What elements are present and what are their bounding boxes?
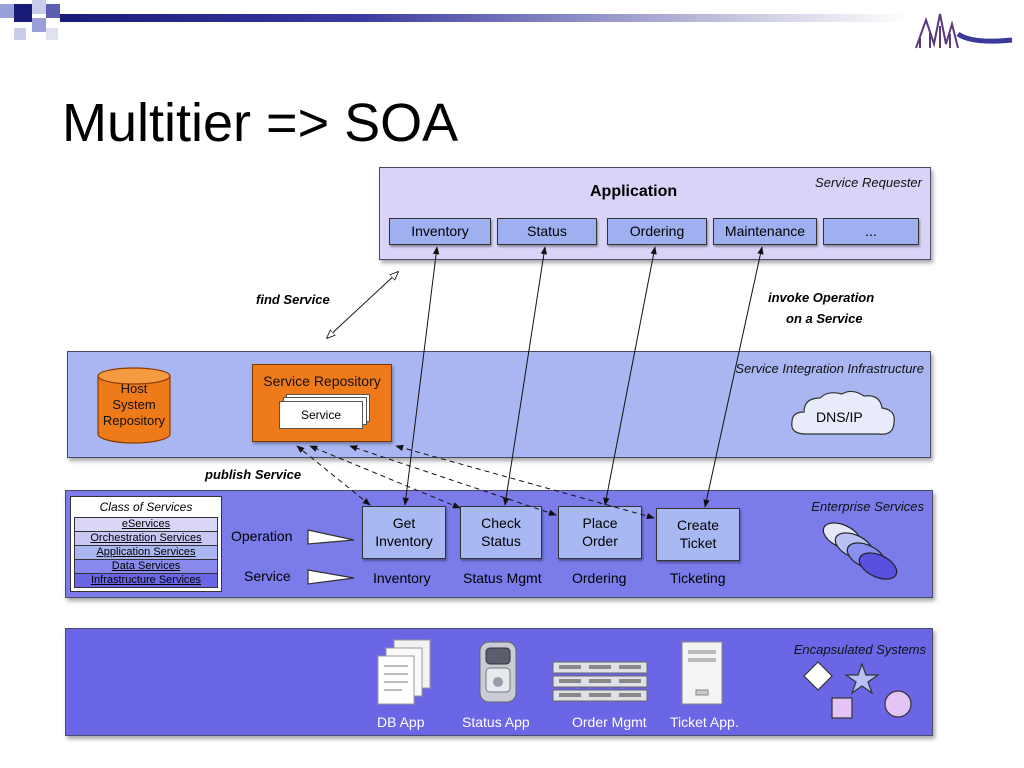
operation-label: Operation [231,528,293,544]
service-name-status: Status Mgmt [463,570,542,586]
invoke-operation-label: invoke Operation [768,290,875,305]
host-repo-line: System [112,397,156,412]
service-card: Service [279,401,363,429]
app-ticket: Ticket App. [670,714,739,730]
layer-label-encapsulated: Encapsulated Systems [793,642,926,657]
module-more[interactable]: ... [823,218,919,245]
class-of-services-panel: Class of Services eServices Orchestratio… [70,496,222,592]
op-place-order[interactable]: Place Order [558,506,642,559]
deco-square [46,4,60,18]
service-arrow-icon [307,569,355,585]
invoke-operation-label-2: on a Service [786,311,863,326]
application-title: Application [590,183,678,200]
module-ordering[interactable]: Ordering [607,218,707,245]
slide-title: Multitier => SOA [62,93,459,153]
deco-square [46,28,58,40]
layer-label-integration: Service Integration Infrastructure [735,361,924,376]
mountain-logo-icon [915,13,1013,49]
operation-arrow-icon [307,529,355,545]
class-orchestration[interactable]: Orchestration Services [75,532,217,546]
layer-label-enterprise: Enterprise Services [811,499,924,514]
op-check-status[interactable]: Check Status [460,506,542,559]
service-repository-title: Service Repository [263,373,381,389]
tower-pc-icon [681,641,723,705]
shapes-icon [803,661,912,719]
find-service-label: find Service [256,292,330,307]
integration-layer: Service Integration Infrastructure [67,351,931,458]
op-get-inventory[interactable]: Get Inventory [362,506,446,559]
find-service-arrow [327,272,398,338]
app-status: Status App [462,714,530,730]
service-name-ordering: Ordering [572,570,627,586]
app-order-mgmt: Order Mgmt [572,714,647,730]
document-stack-icon [377,639,431,705]
rack-server-icon [552,661,648,702]
service-requester-layer: Application Service Requester [379,167,931,260]
op-line: Create [676,517,720,533]
class-application[interactable]: Application Services [75,546,217,560]
host-repo-line: Repository [102,413,166,428]
publish-service-label: publish Service [205,467,302,482]
module-maintenance[interactable]: Maintenance [713,218,817,245]
dns-label: DNS/IP [816,409,863,425]
host-repo-label: Host System Repository [95,381,173,429]
header-decoration [0,0,1024,60]
op-line: Order [582,532,618,549]
service-name-ticketing: Ticketing [670,570,726,586]
deco-square [14,28,26,40]
class-of-services-title: Class of Services [99,500,193,514]
op-line: Ticket [679,534,717,551]
class-list: eServices Orchestration Services Applica… [74,517,218,588]
op-line: Get [392,515,416,531]
header-gradient-bar [60,14,910,22]
op-line: Check [481,515,521,531]
cloud-icon [791,390,895,435]
app-db: DB App [377,714,425,730]
op-line: Inventory [375,532,433,549]
class-data[interactable]: Data Services [75,560,217,574]
deco-square [0,4,14,18]
service-name-inventory: Inventory [373,570,431,586]
op-line: Place [582,515,618,531]
host-repo-line: Host [120,381,148,396]
service-label: Service [244,568,291,584]
module-status[interactable]: Status [497,218,597,245]
class-infrastructure[interactable]: Infrastructure Services [75,574,217,588]
layer-label-requester: Service Requester [815,175,922,190]
module-inventory[interactable]: Inventory [389,218,491,245]
class-eservices[interactable]: eServices [75,518,217,532]
deco-square [14,4,32,22]
deco-square [32,0,46,14]
deco-square [32,18,46,32]
database-cylinder-icon [97,367,171,444]
server-tower-icon [479,641,517,703]
op-create-ticket[interactable]: Create Ticket [656,508,740,561]
op-line: Status [481,532,521,549]
stacked-disks-icon [822,522,898,580]
